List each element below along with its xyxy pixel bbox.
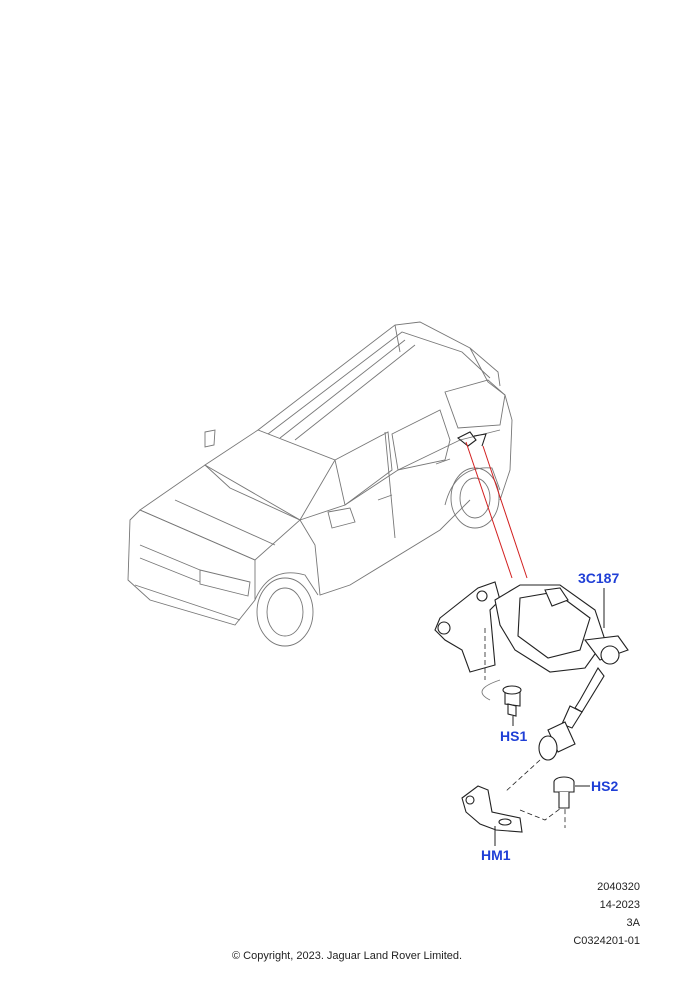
copyright-notice: © Copyright, 2023. Jaguar Land Rover Lim…	[232, 950, 463, 962]
screw-hs1-graphic	[502, 685, 522, 717]
callout-hs1[interactable]: HS1	[500, 728, 527, 744]
callout-hs2[interactable]: HS2	[591, 778, 618, 794]
location-leader-lines	[465, 441, 528, 579]
model-year-range: 14-2023	[599, 899, 640, 911]
revision-code: 3A	[626, 917, 640, 929]
lower-bracket-hm1-graphic	[461, 785, 523, 833]
callout-leaders	[494, 588, 605, 846]
callout-hm1[interactable]: HM1	[481, 847, 511, 863]
catalog-code: C0324201-01	[573, 935, 640, 947]
vehicle-outline	[127, 321, 513, 647]
height-sensor-assembly	[434, 581, 629, 828]
illustration-number: 2040320	[597, 881, 640, 893]
callout-3c187[interactable]: 3C187	[578, 570, 619, 586]
screw-hs2-graphic	[553, 776, 575, 809]
